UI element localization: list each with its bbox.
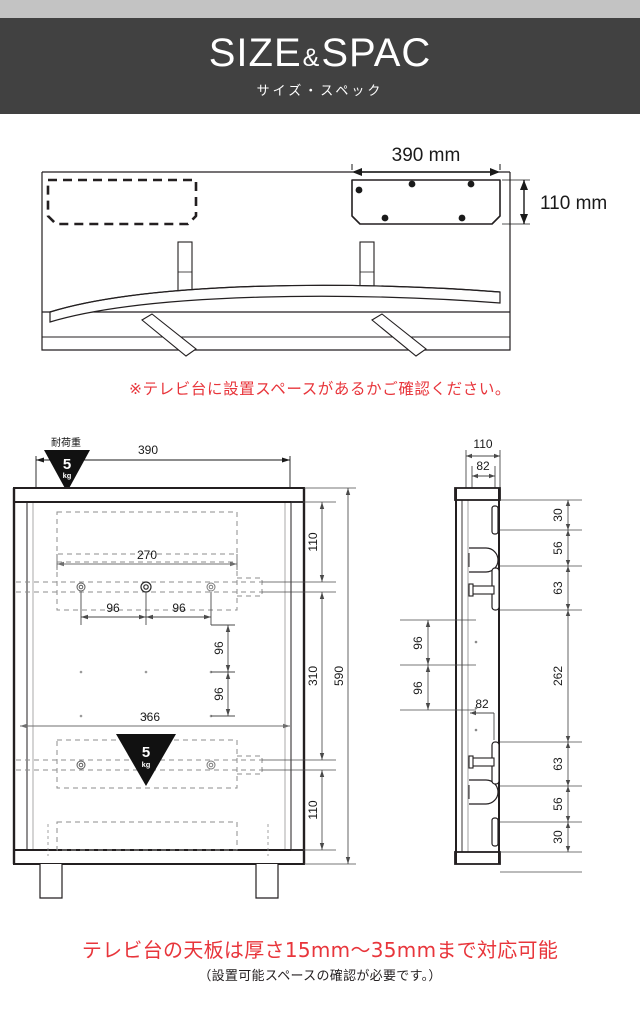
load-capacity-value-bottom: 5: [142, 744, 150, 761]
bracket-solid-outline: [351, 179, 501, 225]
dimension-96-vert-lower-label: 96: [212, 687, 226, 701]
dimension-96-vert-upper-label: 96: [212, 641, 226, 655]
side-view-body: [454, 487, 501, 865]
dimension-side-96-upper-label: 96: [411, 636, 425, 650]
dimension-30-top-label: 30: [551, 508, 565, 522]
dimension-110-bottom-label: 110: [306, 800, 320, 819]
dimension-390mm: [351, 164, 501, 176]
dimension-270-label: 270: [137, 548, 157, 562]
dimension-366-label: 366: [140, 710, 160, 724]
internal-plate-dashed-upper: [16, 511, 263, 611]
dimension-96-right-label: 96: [172, 601, 186, 615]
dimension-depth-82-bottom-label: 82: [475, 697, 489, 711]
page-title: SIZE & SPAC: [209, 33, 432, 73]
bracket-hole-dot: [355, 186, 363, 194]
dimension-110mm-label: 110 mm: [540, 193, 607, 214]
bracket-dashed-outline: [46, 178, 198, 226]
bracket-hole-dot: [408, 180, 416, 188]
dimension-side-96-lower-label: 96: [411, 681, 425, 695]
side-reference-dots: [474, 640, 478, 732]
tv-neck-posts: [177, 241, 375, 293]
notice-top-text: ※テレビ台に設置スペースがあるかご確認ください。: [128, 380, 512, 398]
dimension-30-bottom-label: 30: [551, 830, 565, 844]
top-installation-diagram: 390 mm 110 mm: [41, 145, 607, 357]
load-capacity-unit-top: kg: [63, 471, 72, 480]
front-view-drawing: 390 耐荷重 5 kg: [12, 436, 356, 899]
dimension-96-pitch: [80, 592, 212, 625]
dimension-depth-110-label: 110: [473, 437, 492, 451]
dimension-390-label: 390: [138, 443, 158, 457]
dimension-110mm: [502, 179, 530, 225]
load-capacity-unit-bottom: kg: [142, 760, 151, 769]
mount-hook-upper: [468, 505, 500, 611]
tv-panel: [49, 284, 501, 323]
dimension-63-bottom-label: 63: [551, 757, 565, 771]
dimension-390mm-label: 390 mm: [392, 145, 461, 166]
top-gray-strip: [0, 0, 640, 18]
dimension-depth-110: [465, 450, 501, 490]
bracket-hole-dot: [381, 214, 389, 222]
title-part-size: SIZE: [208, 31, 302, 75]
title-ampersand: &: [302, 44, 321, 72]
bracket-hole-dot: [458, 214, 466, 222]
leg-reference-lines: [47, 824, 269, 856]
title-part-spac: SPAC: [321, 31, 432, 75]
front-view-legs: [39, 864, 279, 899]
mount-hook-lower: [468, 741, 500, 847]
dimension-56-bottom-label: 56: [551, 797, 565, 811]
bolt-hole-group-upper: [76, 581, 216, 593]
tv-base-region: [41, 312, 511, 351]
dimension-366: [20, 723, 290, 729]
dimension-depth-82-bottom: [470, 710, 495, 740]
load-capacity-marker-top: 耐荷重 5 kg: [44, 436, 90, 492]
load-capacity-value-top: 5: [63, 456, 71, 473]
load-capacity-label: 耐荷重: [51, 436, 81, 449]
dimension-56-top-label: 56: [551, 541, 565, 555]
page-subtitle: サイズ・スペック: [256, 84, 384, 99]
dimension-depth-82-top-label: 82: [476, 459, 490, 473]
tv-angled-legs: [141, 313, 427, 357]
notice-bottom-sub: （設置可能スペースの確認が必要です。）: [198, 969, 442, 984]
dimension-96-vertical: [211, 624, 235, 717]
dimension-side-chain: [500, 499, 582, 853]
bracket-hole-dot: [467, 180, 475, 188]
dimension-96-left-label: 96: [106, 601, 120, 615]
load-capacity-marker-bottom: 5 kg: [116, 734, 176, 786]
dimension-262-label: 262: [551, 666, 565, 686]
dimension-depth-82-top: [471, 466, 496, 490]
dimension-side-96: [400, 619, 476, 711]
dimension-270: [56, 554, 238, 570]
front-view-body: [12, 487, 306, 865]
dimension-vertical-chain: [262, 487, 356, 865]
dimension-110-top-label: 110: [306, 532, 320, 551]
reference-dots: [79, 670, 213, 718]
page-header: SIZE & SPAC サイズ・スペック: [0, 18, 640, 114]
side-view-drawing: 110 82: [400, 437, 582, 873]
dimension-63-top-label: 63: [551, 581, 565, 595]
dimension-310-label: 310: [306, 666, 320, 686]
dimension-590-label: 590: [332, 666, 346, 686]
notice-bottom-main: テレビ台の天板は厚さ15mm〜35mmまで対応可能: [81, 938, 559, 962]
